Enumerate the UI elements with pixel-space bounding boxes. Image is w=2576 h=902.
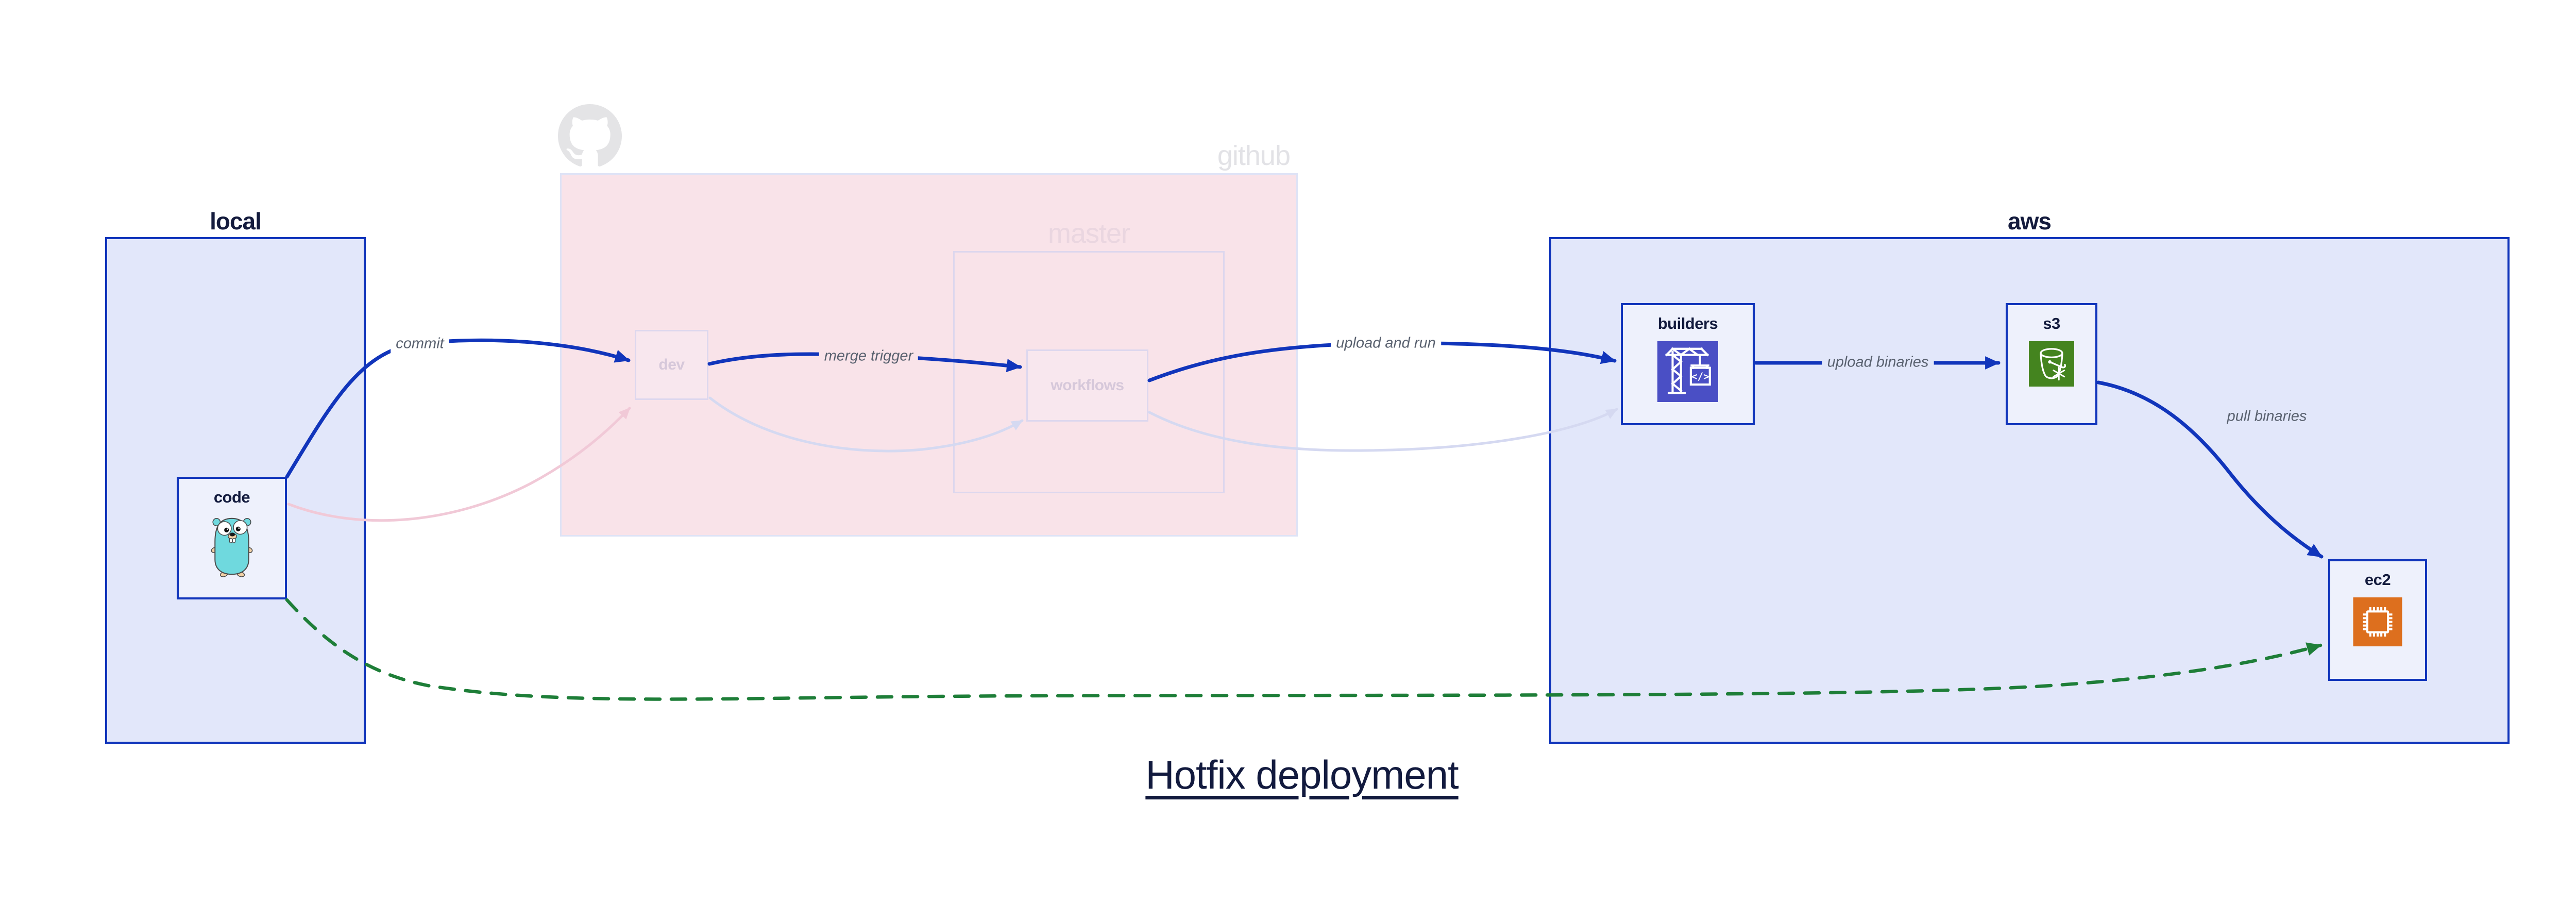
diagram-title: Hotfix deployment [1145, 752, 1459, 797]
node-code: code [177, 477, 287, 599]
edge-label-commit: commit [391, 334, 449, 354]
dev-node-label: dev [658, 356, 685, 373]
node-dev: dev [635, 330, 708, 400]
ec2-node-label: ec2 [2364, 571, 2391, 589]
edge-label-upload-binaries: upload binaries [1822, 353, 1934, 372]
node-builders: builders </> [1621, 303, 1755, 425]
node-workflows: workflows [1026, 349, 1148, 422]
edge-label-merge-trigger: merge trigger [819, 346, 919, 366]
ec2-chip-icon [2353, 597, 2402, 646]
github-octocat-icon [558, 104, 622, 166]
go-gopher-icon [211, 517, 253, 577]
codebuild-crane-icon: </> [1657, 341, 1718, 402]
master-container-label: master [1047, 218, 1130, 249]
s3-node-label: s3 [2043, 314, 2060, 332]
workflows-node-label: workflows [1050, 377, 1124, 394]
code-node-label: code [213, 488, 250, 506]
aws-container-label: aws [2008, 208, 2052, 235]
github-container-label: github [1217, 140, 1291, 171]
builders-node-label: builders [1657, 314, 1718, 332]
local-container-label: local [210, 208, 262, 235]
edge-label-pull-binaries: pull binaries [2227, 408, 2307, 425]
node-ec2: ec2 [2328, 559, 2427, 681]
builders-icon-code-glyph: </> [1691, 371, 1709, 382]
node-s3: s3 [2006, 303, 2097, 425]
s3-glacier-bucket-icon [2029, 341, 2074, 387]
edge-label-upload-and-run: upload and run [1331, 333, 1441, 353]
